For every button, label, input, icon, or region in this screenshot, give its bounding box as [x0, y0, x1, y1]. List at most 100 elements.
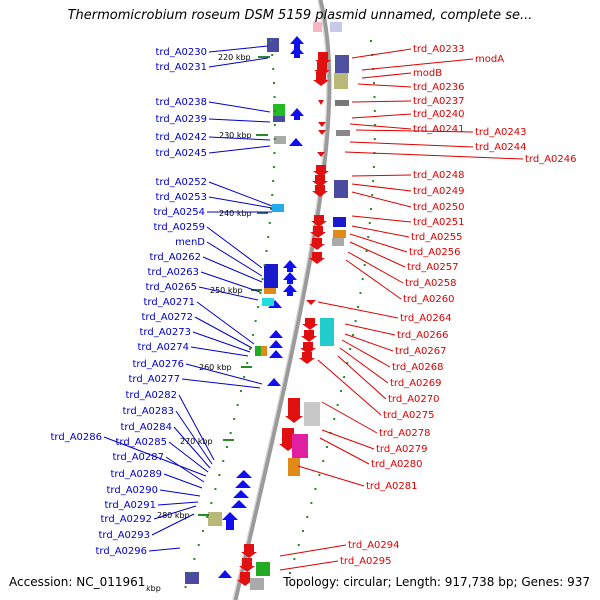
tick-dot [254, 320, 257, 322]
tick-dot [193, 558, 196, 560]
leader-line [279, 544, 347, 557]
leader-line [208, 196, 273, 209]
gene-arrow [309, 238, 325, 250]
gene-label: trd_A0289 [111, 469, 163, 480]
tick-dot [357, 306, 360, 308]
gene-label: trd_A0243 [475, 127, 527, 138]
gene-label: menD [175, 237, 205, 248]
leader-line [194, 316, 253, 349]
gene-label: trd_A0277 [129, 374, 181, 385]
tick-dot [272, 82, 275, 84]
tick-dot [314, 488, 317, 490]
gene-arrow [267, 378, 281, 386]
gene-label: trd_A0296 [96, 546, 148, 557]
leader-line [178, 394, 215, 461]
accession-label: Accession: NC_011961 [9, 575, 148, 589]
tick-dot [318, 474, 321, 476]
leader-line [344, 151, 524, 160]
gene-label: trd_A0284 [121, 422, 173, 433]
gene-label: trd_A0283 [123, 406, 175, 417]
tick-dot [210, 502, 213, 504]
tick-dot [372, 82, 375, 84]
tick-dot [270, 208, 273, 210]
gene-arrow [312, 175, 328, 187]
leader-line [351, 225, 410, 238]
tick-dot [372, 180, 375, 182]
tick-dot [269, 40, 272, 42]
gene-label: trd_A0231 [156, 62, 208, 73]
gene-label: trd_A0293 [99, 530, 151, 541]
gene-arrow [269, 350, 283, 358]
leader-line [173, 426, 211, 469]
gene-label: trd_A0286 [51, 432, 103, 443]
gene-arrow [317, 152, 325, 157]
gene-arrow [309, 252, 325, 264]
gene-label: trd_A0250 [413, 202, 465, 213]
gene-label: trd_A0266 [397, 330, 449, 341]
tick-dot [188, 572, 191, 574]
leader-line [163, 473, 203, 489]
tick-dot [251, 334, 254, 336]
gene-block [313, 22, 322, 32]
tick-dot [229, 432, 232, 434]
gene-arrow [306, 300, 316, 305]
leader-line [345, 259, 402, 300]
gene-label: trd_A0254 [154, 207, 206, 218]
scale-label: 280 kbp [157, 511, 190, 520]
gene-label: trd_A0276 [133, 359, 185, 370]
leader-line [198, 286, 259, 301]
gene-arrow [237, 572, 253, 586]
gene-label: trd_A0267 [395, 346, 447, 357]
leader-line [349, 241, 406, 268]
leader-line [351, 174, 412, 177]
leader-line [206, 226, 263, 269]
gene-label: trd_A0263 [148, 267, 200, 278]
tick-dot [361, 278, 364, 280]
gene-label: trd_A0244 [475, 142, 527, 153]
tick-dot [354, 320, 357, 322]
tick-dot [351, 334, 354, 336]
gene-arrow [300, 342, 316, 354]
gene-label: trd_A0264 [400, 313, 452, 324]
tick-dot [184, 586, 187, 588]
tick-dot [272, 180, 275, 182]
tick-dot [218, 474, 221, 476]
tick-dot [310, 502, 313, 504]
gene-label: trd_A0274 [138, 342, 190, 353]
gene-label: trd_A0262 [150, 252, 202, 263]
tick-dot [206, 516, 209, 518]
tick-dot [339, 390, 342, 392]
tick-dot [349, 348, 352, 350]
tick-dot [333, 418, 336, 420]
gene-label: trd_A0275 [383, 410, 435, 421]
leader-line [317, 359, 382, 416]
leader-line [196, 301, 255, 345]
tick-dot [373, 138, 376, 140]
gene-arrow [318, 100, 324, 105]
leader-line [357, 83, 412, 88]
gene-label: trd_A0240 [413, 109, 465, 120]
leader-line [361, 58, 474, 71]
gene-label: trd_A0246 [525, 154, 577, 165]
tick-dot [243, 376, 246, 378]
leader-line [344, 323, 396, 336]
gene-block [330, 22, 342, 32]
leader-line [321, 401, 378, 434]
leader-line [181, 378, 261, 389]
tick-dot [233, 418, 236, 420]
leader-line [349, 123, 412, 130]
gene-label: trd_A0238 [156, 97, 208, 108]
tick-dot [263, 264, 266, 266]
tick-dot [373, 110, 376, 112]
tick-dot [359, 292, 362, 294]
tick-dot [293, 558, 296, 560]
gene-arrow [302, 318, 318, 330]
leader-line [351, 191, 412, 208]
leader-line [347, 251, 404, 284]
gene-label: trd_A0290 [107, 485, 159, 496]
genome-summary: Topology: circular; Length: 917,738 bp; … [281, 575, 590, 589]
gene-label: trd_A0233 [413, 44, 465, 55]
tick-dot [261, 278, 264, 280]
tick-dot [273, 96, 276, 98]
